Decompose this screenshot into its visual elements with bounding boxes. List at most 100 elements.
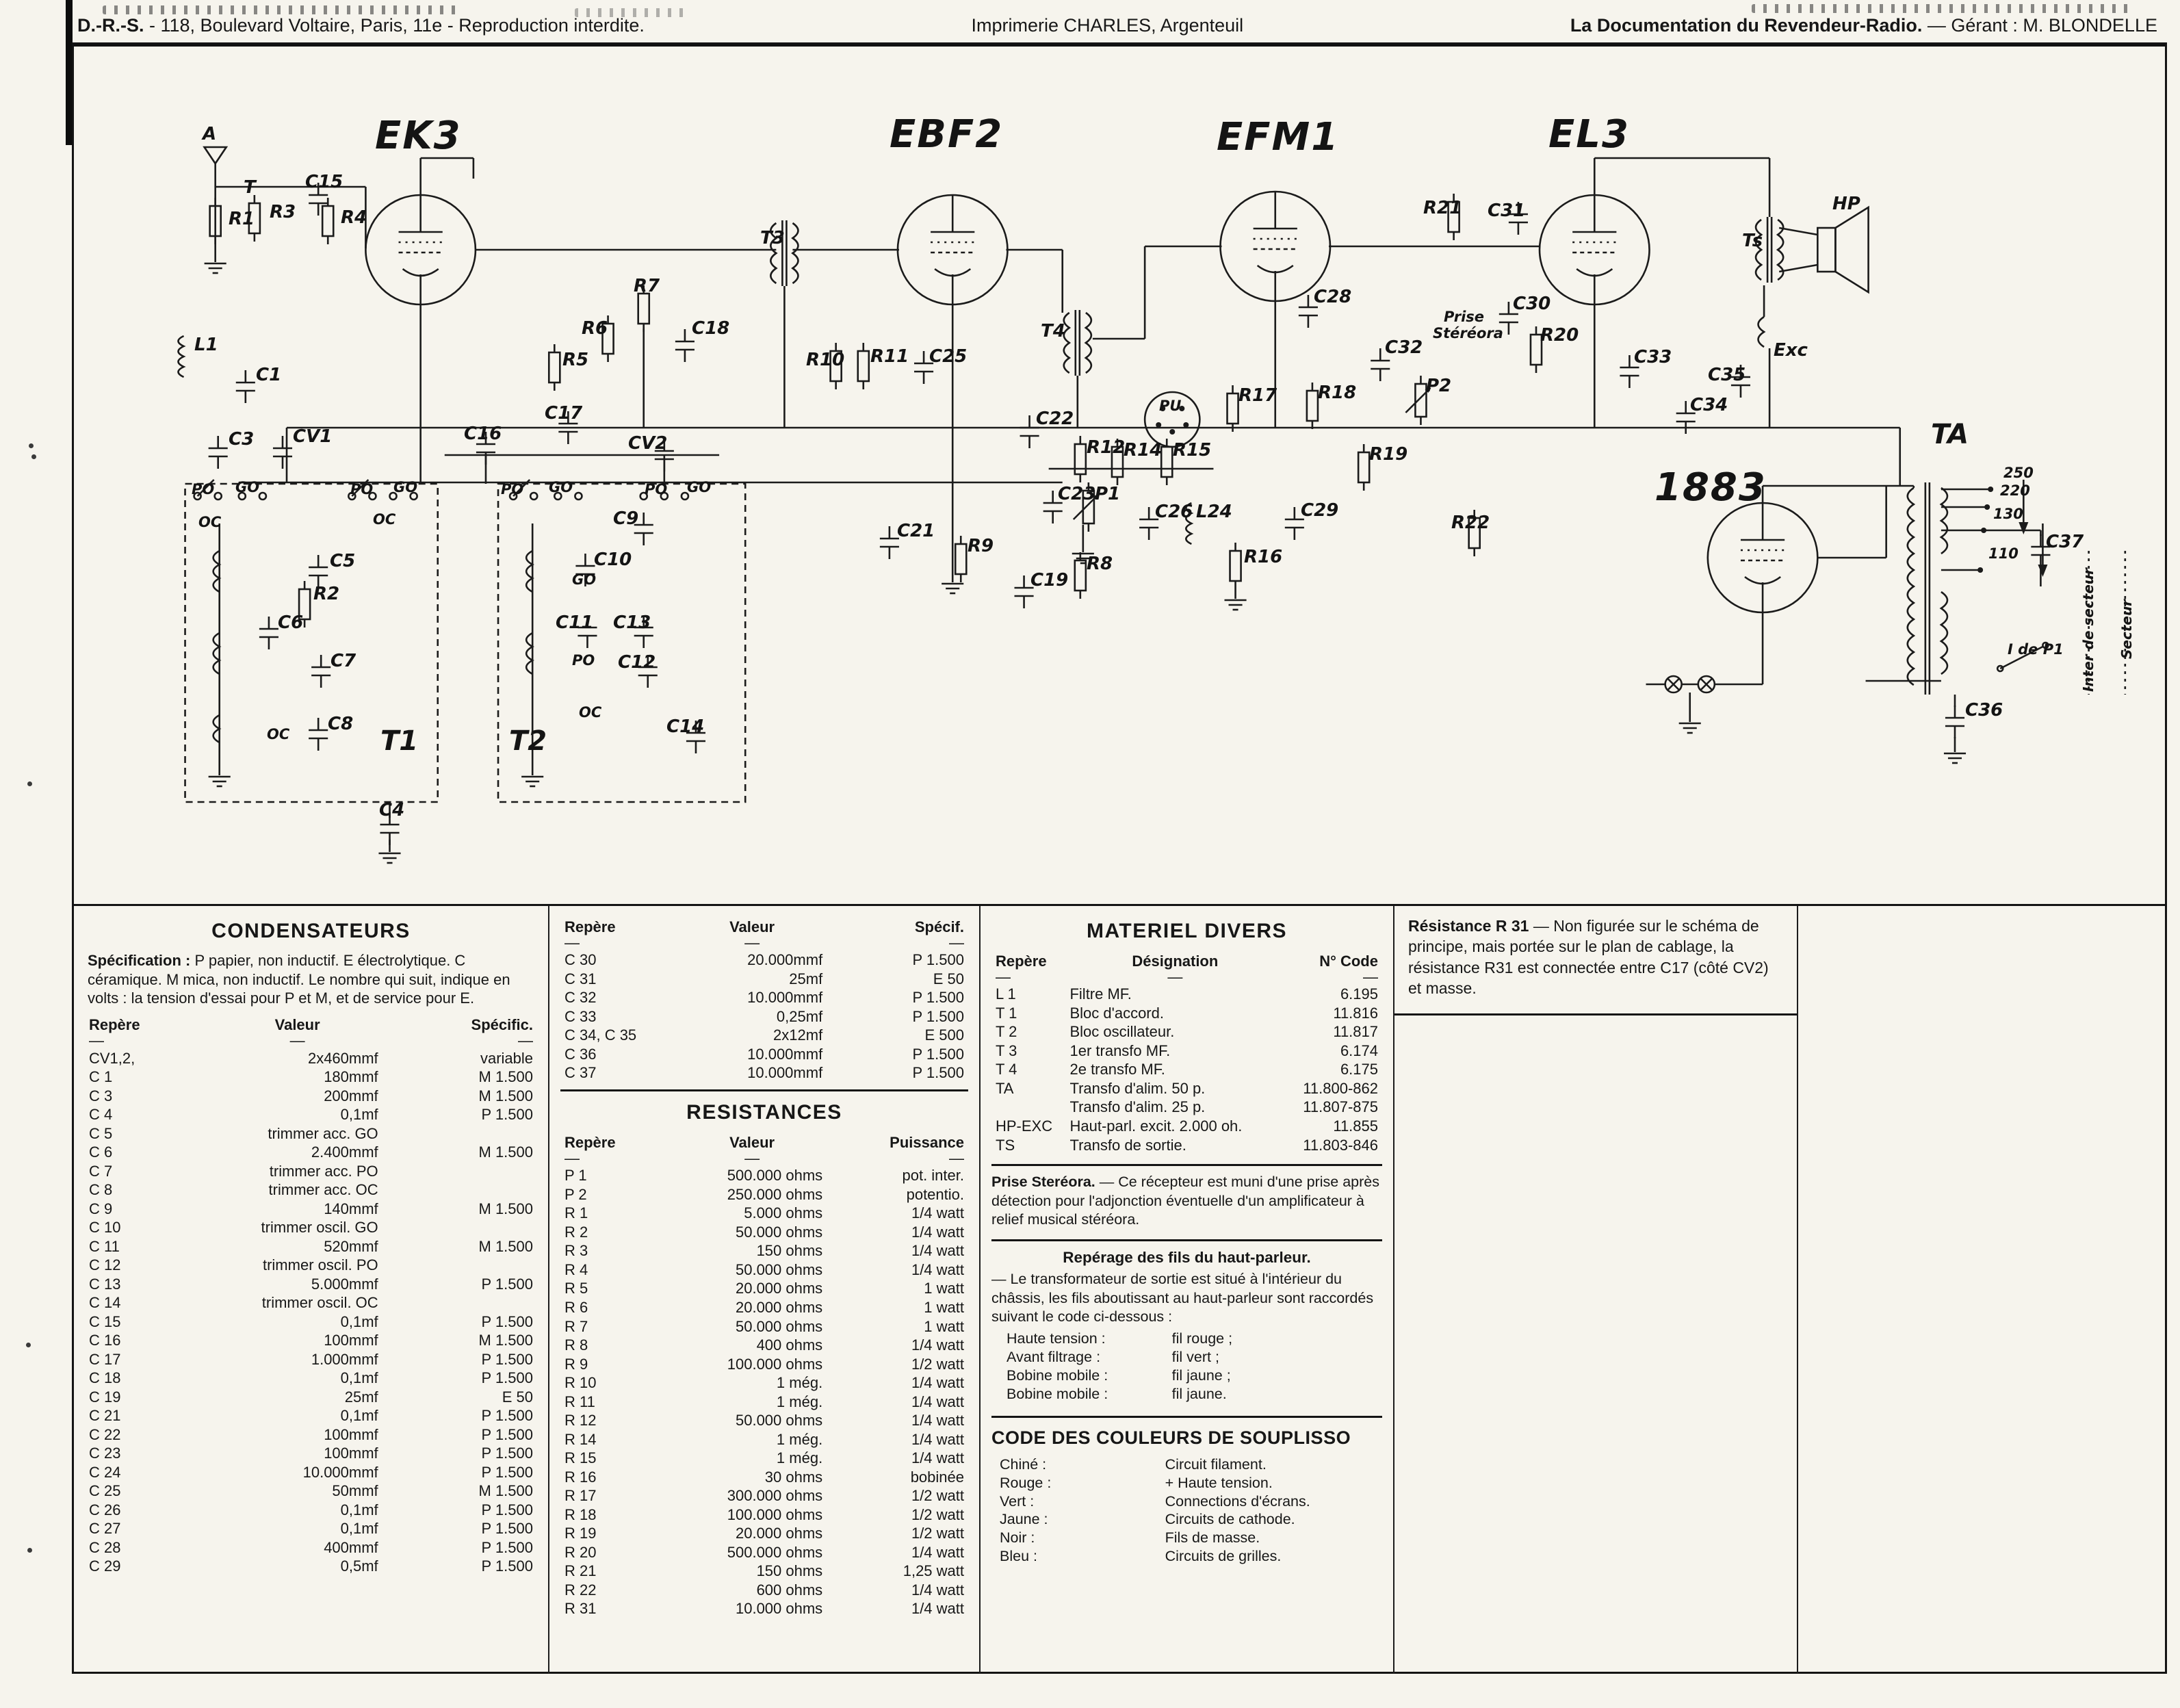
reperage-text: — Le transformateur de sortie est situé …: [991, 1271, 1374, 1325]
component-label: C12: [618, 652, 656, 673]
tube-label: EFM1: [1217, 115, 1340, 159]
publication-manager: — Gérant : M. BLONDELLE: [1922, 15, 2157, 36]
component-label: R8: [1087, 554, 1113, 574]
header-bar: D.-R.-S. - 118, Boulevard Voltaire, Pari…: [72, 15, 2167, 47]
component-label: T2: [509, 725, 547, 757]
scan-dot: [29, 443, 34, 448]
component-label: C11: [556, 612, 594, 633]
cap-symbol: [1508, 202, 1528, 235]
component-label: R16: [1244, 547, 1283, 567]
component-label: C32: [1385, 337, 1423, 358]
condensateurs-section: CONDENSATEURS Spécification : P papier, …: [74, 906, 549, 1674]
reperage-title: Repérage des fils du haut-parleur.: [1063, 1248, 1311, 1266]
cap-symbol: [686, 721, 706, 753]
cap-symbol: [675, 329, 695, 362]
component-label: C8: [328, 714, 354, 734]
component-label: C36: [1965, 700, 2003, 721]
component-label: C26: [1155, 502, 1193, 522]
component-label: A: [203, 124, 217, 144]
component-label: T4: [1041, 321, 1065, 341]
cap-symbol: [309, 718, 328, 751]
cap-symbol: [309, 555, 328, 588]
component-label: C33: [1634, 347, 1672, 367]
component-label: PU: [1159, 398, 1182, 414]
cap-symbol: [1945, 706, 1965, 738]
component-label: Prise: [1444, 309, 1485, 325]
res-symbol: [1160, 439, 1173, 485]
component-label: GO: [549, 479, 573, 495]
column-header: Puissance: [890, 1134, 964, 1151]
cap-symbol: [1371, 348, 1390, 381]
scan-noise: [1752, 4, 2135, 13]
column-header: Valeur: [729, 918, 775, 935]
component-label: R1: [229, 209, 255, 229]
cap-symbol: [1298, 295, 1318, 328]
scan-dot: [27, 781, 32, 786]
component-label: Exc: [1774, 340, 1808, 361]
component-label: OC: [267, 726, 290, 742]
component-label: C6: [278, 612, 304, 633]
cap-symbol: [558, 411, 578, 444]
r31-note: Résistance R 31 — Non figurée sur le sch…: [1394, 906, 1797, 1016]
component-label: C21: [897, 521, 935, 541]
component-label: C22: [1036, 409, 1074, 429]
component-label: CV1: [293, 426, 333, 447]
cap-symbol: [914, 351, 934, 384]
column-header: Repère: [996, 953, 1047, 970]
component-label: Ts: [1742, 231, 1763, 251]
component-label: C3: [229, 429, 255, 450]
component-label: R2: [313, 584, 340, 604]
component-label: C19: [1030, 570, 1069, 591]
res-symbol: [1447, 194, 1460, 240]
stereora-text: — Ce récepteur est muni d'une prise aprè…: [991, 1174, 1379, 1228]
component-label: C18: [692, 318, 730, 339]
component-label: C4: [379, 800, 405, 820]
scan-dot: [27, 1548, 32, 1553]
component-label: C29: [1301, 500, 1339, 521]
publisher-name: D.-R.-S.: [77, 15, 144, 36]
component-label: 220: [2000, 482, 2030, 499]
column-header: N° Code: [1319, 953, 1378, 970]
publication-title: La Documentation du Revendeur-Radio.: [1570, 15, 1923, 36]
cap-symbol: [309, 183, 328, 216]
table-row: Rouge :+ Haute tension.: [1000, 1474, 1273, 1491]
component-label: C37: [2046, 532, 2084, 552]
cap-symbol: [1284, 507, 1304, 540]
component-label: C10: [594, 549, 632, 570]
pot-symbol: [1072, 482, 1099, 532]
component-label: GO: [393, 479, 418, 495]
res-symbol: [1306, 383, 1319, 429]
component-label: R12: [1087, 437, 1126, 458]
cap-symbol: [879, 526, 899, 559]
component-label: R7: [634, 276, 660, 296]
component-label: R20: [1540, 325, 1579, 346]
component-label: C35: [1708, 365, 1746, 385]
res-symbol: [1229, 543, 1242, 589]
